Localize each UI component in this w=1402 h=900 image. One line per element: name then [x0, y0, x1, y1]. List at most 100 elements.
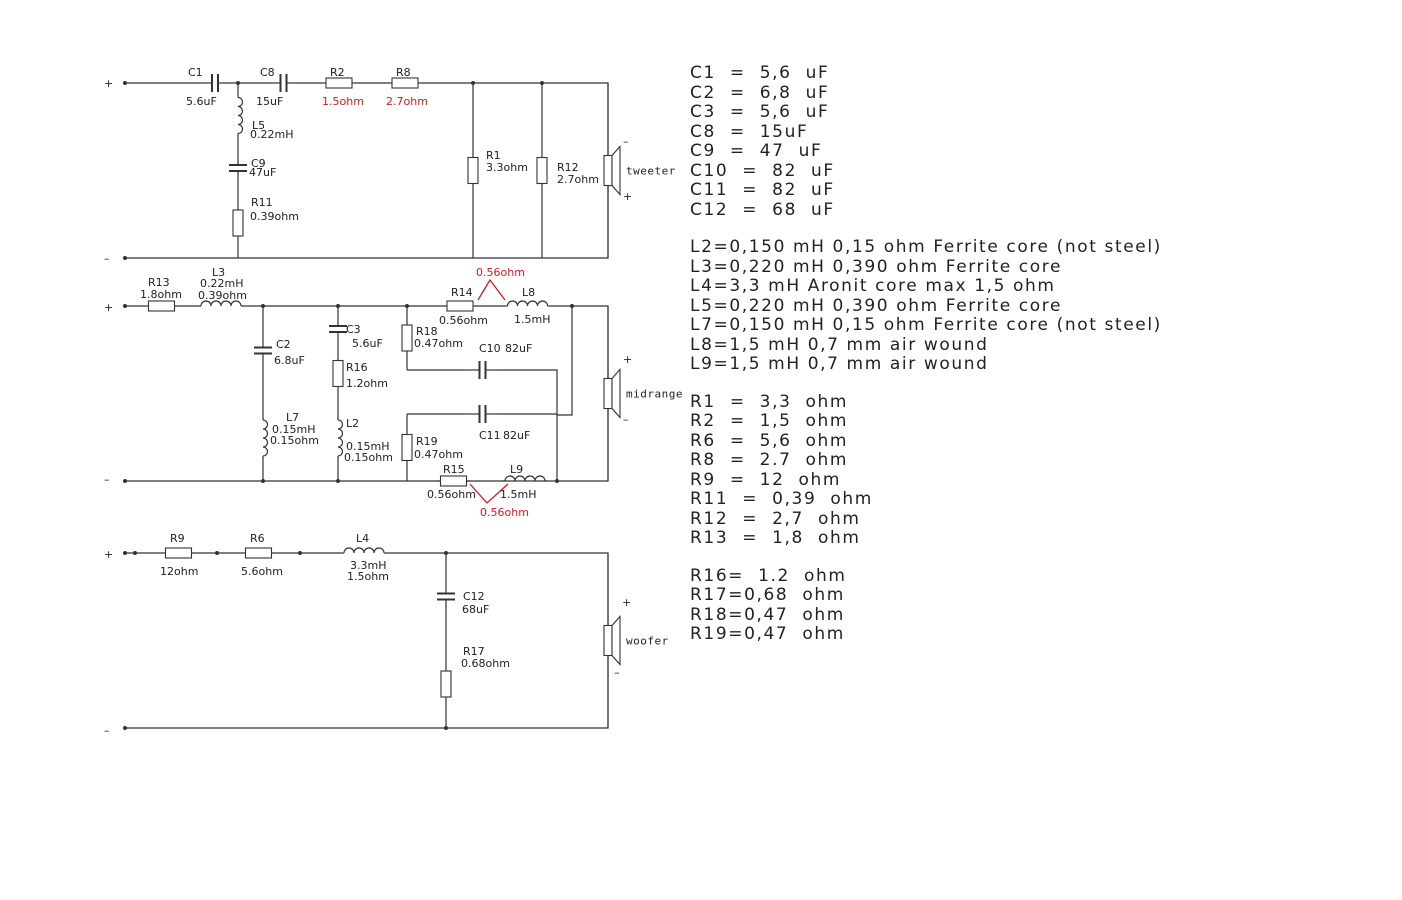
junction-dot [298, 551, 302, 555]
component-label: C8 [260, 66, 275, 79]
parts-list-line: C10 = 82 uF [690, 160, 835, 181]
component-label: R2 [330, 66, 345, 79]
component-label: C2 [276, 338, 291, 351]
component-label: 0.15ohm [344, 451, 393, 464]
schematic-labels: tweeter+––+C15.6uFC815uFR21.5ohmR82.7ohm… [104, 66, 682, 737]
component-label: C11 [479, 429, 501, 442]
resistor-symbol [332, 359, 344, 388]
component-label: 0.15mH [272, 423, 315, 436]
component-label: 68uF [462, 603, 489, 616]
component-label: 1.5ohm [322, 95, 364, 108]
resistor-symbol [244, 547, 273, 559]
component-label: 1.5ohm [347, 570, 389, 583]
component-label: R1 [486, 149, 501, 162]
woofer-speaker-minus: – [614, 666, 620, 679]
wire [125, 82, 609, 259]
component-label: 0.39ohm [198, 289, 247, 302]
mid-speaker-plus: + [623, 353, 632, 366]
speaker-symbol [603, 154, 613, 187]
speaker-cone [611, 145, 621, 196]
wire [557, 306, 573, 416]
inductor-symbol [262, 419, 269, 457]
resistor-symbol [164, 547, 193, 559]
junction-dot [123, 81, 127, 85]
inductor-symbol [504, 475, 546, 482]
component-label: 3.3ohm [486, 161, 528, 174]
woofer-speaker-plus: + [622, 596, 631, 609]
component-label: R16 [346, 361, 368, 374]
component-label: 0.22mH [250, 128, 293, 141]
resistor-symbol [536, 156, 548, 185]
component-label: R19 [416, 435, 438, 448]
component-label: C3 [346, 323, 361, 336]
parts-list-line: R13 = 1,8 ohm [690, 528, 861, 548]
component-label: 12ohm [160, 565, 198, 578]
component-label: 1.2ohm [346, 377, 388, 390]
inductor-symbol [200, 300, 242, 307]
schematic-components [147, 74, 621, 698]
component-label: R18 [416, 325, 438, 338]
component-label: C10 [479, 342, 501, 355]
component-label: 5.6ohm [241, 565, 283, 578]
resistor-symbol [439, 475, 468, 487]
component-label: R9 [170, 532, 185, 545]
tweeter-speaker-plus: + [623, 190, 632, 203]
wire [500, 369, 558, 415]
component-label: 0.15ohm [270, 434, 319, 447]
resistor-symbol [232, 209, 244, 237]
woofer-plus: + [104, 548, 113, 561]
parts-list-line: C1 = 5,6 uF [690, 63, 830, 83]
junction-dot [123, 304, 127, 308]
resistor-symbol [325, 77, 353, 89]
parts-list-line: R11 = 0,39 ohm [690, 489, 873, 509]
parts-list-line: R17=0,68 ohm [690, 585, 845, 605]
resistor-symbol [446, 300, 474, 312]
component-label: R8 [396, 66, 411, 79]
resistor-symbol [467, 156, 479, 185]
parts-list-line: R9 = 12 ohm [690, 469, 842, 490]
parts-list-line: C11 = 82 uF [690, 180, 835, 200]
parts-list-line: R16= 1.2 ohm [690, 565, 847, 586]
speaker-symbol [603, 377, 613, 410]
red-annotation-bottom: 0.56ohm [480, 506, 529, 519]
component-label: 15uF [256, 95, 283, 108]
junction-dot [123, 551, 127, 555]
speaker-label-tweeter: tweeter [626, 165, 676, 178]
parts-list-line: C12 = 68 uF [690, 199, 835, 220]
tweeter-plus: + [104, 77, 113, 90]
mid-speaker-minus: – [623, 413, 629, 426]
component-label: L4 [356, 532, 369, 545]
parts-list-line: C9 = 47 uF [690, 141, 823, 161]
component-label: 1.5mH [514, 313, 550, 326]
parts-list-line: R18=0,47 ohm [690, 604, 845, 625]
component-label: R6 [250, 532, 265, 545]
component-label: 0.39ohm [250, 210, 299, 223]
parts-list-line: R19=0,47 ohm [690, 624, 845, 644]
parts-list-line: C2 = 6,8 uF [690, 82, 830, 103]
component-label: L9 [510, 463, 523, 476]
red-annotation-top: 0.56ohm [476, 266, 525, 279]
parts-list-line: R12 = 2,7 ohm [690, 508, 861, 529]
component-label: 0.22mH [200, 277, 243, 290]
inductor-symbol [337, 419, 344, 457]
parts-list-line: L8=1,5 mH 0,7 mm air wound [690, 334, 989, 355]
component-label: 6.8uF [274, 354, 305, 367]
component-label: R13 [148, 276, 170, 289]
component-label: R15 [443, 463, 465, 476]
tweeter-speaker-minus: – [623, 135, 629, 148]
component-label: L7 [286, 411, 299, 424]
parts-list-line: R1 = 3,3 ohm [690, 391, 849, 412]
speaker-symbol [603, 624, 613, 657]
component-label: 5.6uF [352, 337, 383, 350]
junction-dot [215, 551, 219, 555]
component-label: C12 [463, 590, 485, 603]
component-label: L8 [522, 286, 535, 299]
resistor-symbol [147, 300, 176, 312]
speaker-cone [611, 368, 621, 419]
inductor-symbol [343, 547, 385, 554]
resistor-symbol [440, 670, 452, 698]
component-label: 82uF [503, 429, 530, 442]
